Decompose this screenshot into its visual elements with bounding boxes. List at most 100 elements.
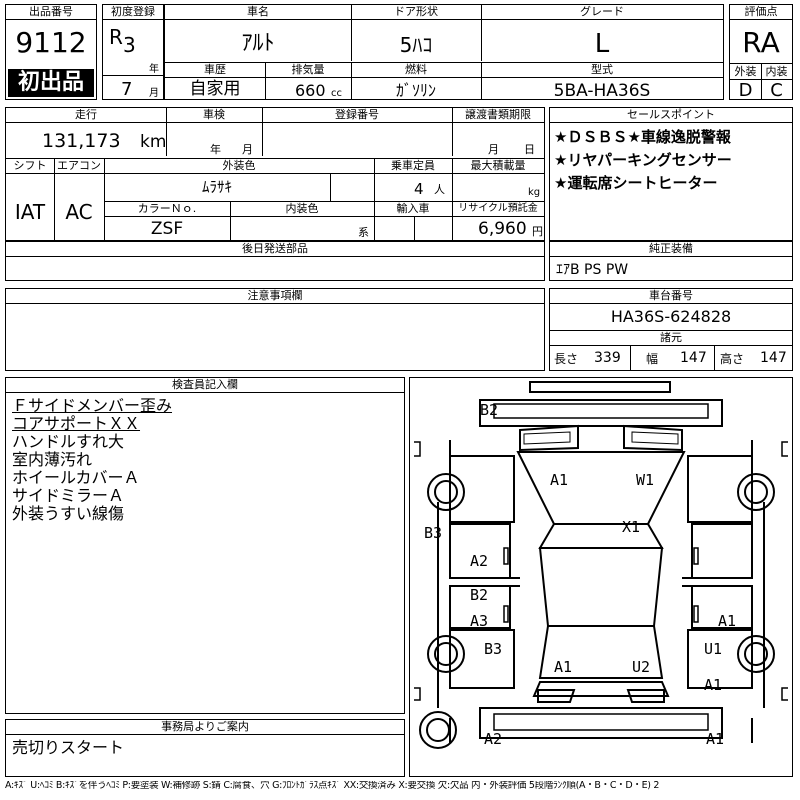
color-no-value: ZSF: [150, 219, 184, 239]
office-notice-text: 売切りスタート: [12, 738, 125, 757]
capacity-value: 4: [414, 180, 424, 198]
score-label: 評価点: [730, 5, 792, 20]
width-label: 幅: [646, 352, 659, 366]
displacement-unit: cc: [331, 88, 342, 99]
inspector-notes-label: 検査員記入欄: [6, 378, 404, 393]
displacement-value: 660: [295, 81, 326, 100]
sales-point-3: ★運転席シートヒーター: [554, 174, 718, 192]
mileage-label: 走行: [6, 108, 166, 123]
fuel-value: ｶﾞｿﾘﾝ: [395, 81, 436, 100]
model-value: 5BA-HA36S: [553, 81, 651, 101]
inspection-year-unit: 年: [210, 143, 221, 156]
inspector-notes-cell: 検査員記入欄 Ｆサイドメンバー歪み コアサポートＸＸ ハンドルすれ大 室内薄汚れ…: [5, 377, 405, 714]
model-label: 型式: [481, 63, 723, 78]
car-name-label: 車名: [165, 5, 351, 20]
inspector-note: ハンドルすれ大: [12, 432, 125, 451]
grade-label: グレード: [481, 5, 723, 20]
lot-number-label: 出品番号: [6, 5, 96, 20]
office-notice-cell: 事務局よりご案内 売切りスタート: [5, 719, 405, 777]
int-color-label: 内装色: [230, 202, 374, 217]
height-value: 147: [760, 350, 787, 366]
inspector-note: コアサポートＸＸ: [12, 414, 141, 433]
height-label: 高さ: [720, 352, 745, 366]
displacement-label: 排気量: [265, 63, 351, 78]
caution-label: 注意事項欄: [6, 289, 544, 304]
recycle-unit: 円: [532, 225, 543, 238]
sales-points-cell: セールスポイント ★ＤＳＢＳ★車線逸脱警報 ★リヤパーキングセンサー ★運転席シ…: [549, 107, 793, 241]
recycle-value: 6,960: [478, 219, 527, 239]
length-label: 長さ: [554, 352, 579, 366]
damage-mark: B2: [470, 586, 489, 604]
exterior-label: 外装: [734, 65, 757, 78]
mileage-value: 131,173: [42, 130, 121, 152]
ext-color-label: 外装色: [104, 159, 374, 174]
later-parts-label: 後日発送部品: [6, 242, 544, 257]
first-registration-cell: 初度登録 R 3 年 7 月: [102, 4, 164, 100]
year-unit: 年: [149, 64, 159, 75]
chassis-number: HA36S-624828: [610, 307, 732, 326]
damage-mark: B2: [480, 401, 499, 419]
damage-mark: A3: [470, 612, 489, 630]
damage-mark: U1: [704, 640, 723, 658]
inspector-note: ホイールカバーＡ: [12, 468, 140, 487]
transfer-day-unit: 日: [524, 143, 535, 156]
door-shape-label: ドア形状: [351, 5, 481, 20]
length-value: 339: [594, 350, 621, 366]
fuel-label: 燃料: [351, 63, 481, 78]
score-value: RA: [742, 26, 780, 59]
shift-value: IAT: [14, 200, 46, 224]
inspection-month-unit: 月: [242, 143, 253, 156]
damage-mark: B3: [424, 524, 443, 542]
inspection-label: 車検: [166, 108, 262, 123]
ext-color-value: ﾑﾗｻｷ: [201, 178, 232, 196]
inspector-note: Ｆサイドメンバー歪み: [12, 396, 173, 415]
inspector-note: 外装うすい線傷: [12, 504, 125, 523]
office-notice-label: 事務局よりご案内: [6, 720, 404, 735]
damage-mark: X1: [622, 518, 641, 536]
damage-mark: A2: [470, 552, 489, 570]
grade: L: [594, 29, 610, 59]
damage-mark: A1: [704, 676, 723, 694]
door-shape: 5ﾊｺ: [399, 33, 433, 57]
shift-label: シフト: [6, 159, 54, 174]
history-label: 車歴: [165, 63, 265, 78]
month-unit: 月: [149, 88, 159, 99]
damage-diagram: B2 A1 W1 X1 B3 A2 B2 A3 A1 B3 U1 A1 U2 A…: [409, 377, 793, 777]
first-listing-badge: 初出品: [8, 69, 94, 97]
lot-number-cell: 出品番号 9112 初出品: [5, 4, 97, 100]
chassis-cell: 車台番号 HA36S-624828 諸元 長さ 339 幅 147 高さ 147: [549, 288, 793, 371]
damage-mark: A1: [718, 612, 737, 630]
history-value: 自家用: [189, 79, 241, 99]
chassis-label: 車台番号: [550, 289, 792, 304]
interior-grade: C: [770, 80, 783, 101]
sales-points-label: セールスポイント: [550, 108, 792, 123]
sales-point-2: ★リヤパーキングセンサー: [554, 151, 732, 169]
transfer-doc-label: 譲渡書類期限: [452, 108, 544, 123]
int-color-unit: 系: [358, 226, 369, 239]
damage-mark: A1: [706, 730, 725, 748]
capacity-unit: 人: [434, 183, 445, 196]
exterior-grade: D: [738, 80, 753, 101]
import-label: 輸入車: [374, 202, 452, 217]
equipment-cell: 純正装備 ｴｱB PS PW: [549, 241, 793, 281]
damage-mark: A1: [554, 658, 573, 676]
capacity-label: 乗車定員: [374, 159, 452, 174]
interior-label: 内装: [765, 65, 788, 78]
inspector-notes-list: Ｆサイドメンバー歪み コアサポートＸＸ ハンドルすれ大 室内薄汚れ ホイールカバ…: [12, 397, 172, 523]
damage-mark: A1: [550, 471, 569, 489]
legend-text: A:ｷｽﾞ U:ﾍｺﾐ B:ｷｽﾞを伴うﾍｺﾐ P:要塗装 W:補修跡 S:錆 …: [5, 781, 660, 791]
max-load-unit: kg: [528, 187, 541, 198]
recycle-label: リサイクル預託金: [452, 202, 544, 217]
width-value: 147: [680, 350, 707, 366]
aircon-value: AC: [65, 200, 93, 224]
reg-year: 3: [123, 33, 136, 57]
equipment-value: ｴｱB PS PW: [556, 262, 629, 278]
mileage-unit: km: [140, 132, 167, 152]
score-cell: 評価点 RA 外装 内装 D C: [729, 4, 793, 100]
first-listing-text: 初出品: [17, 70, 84, 95]
reg-number-label: 登録番号: [262, 108, 452, 123]
damage-mark: U2: [632, 658, 651, 676]
era-letter: R: [109, 25, 123, 49]
lot-number: 9112: [15, 26, 87, 59]
damage-mark: B3: [484, 640, 503, 658]
